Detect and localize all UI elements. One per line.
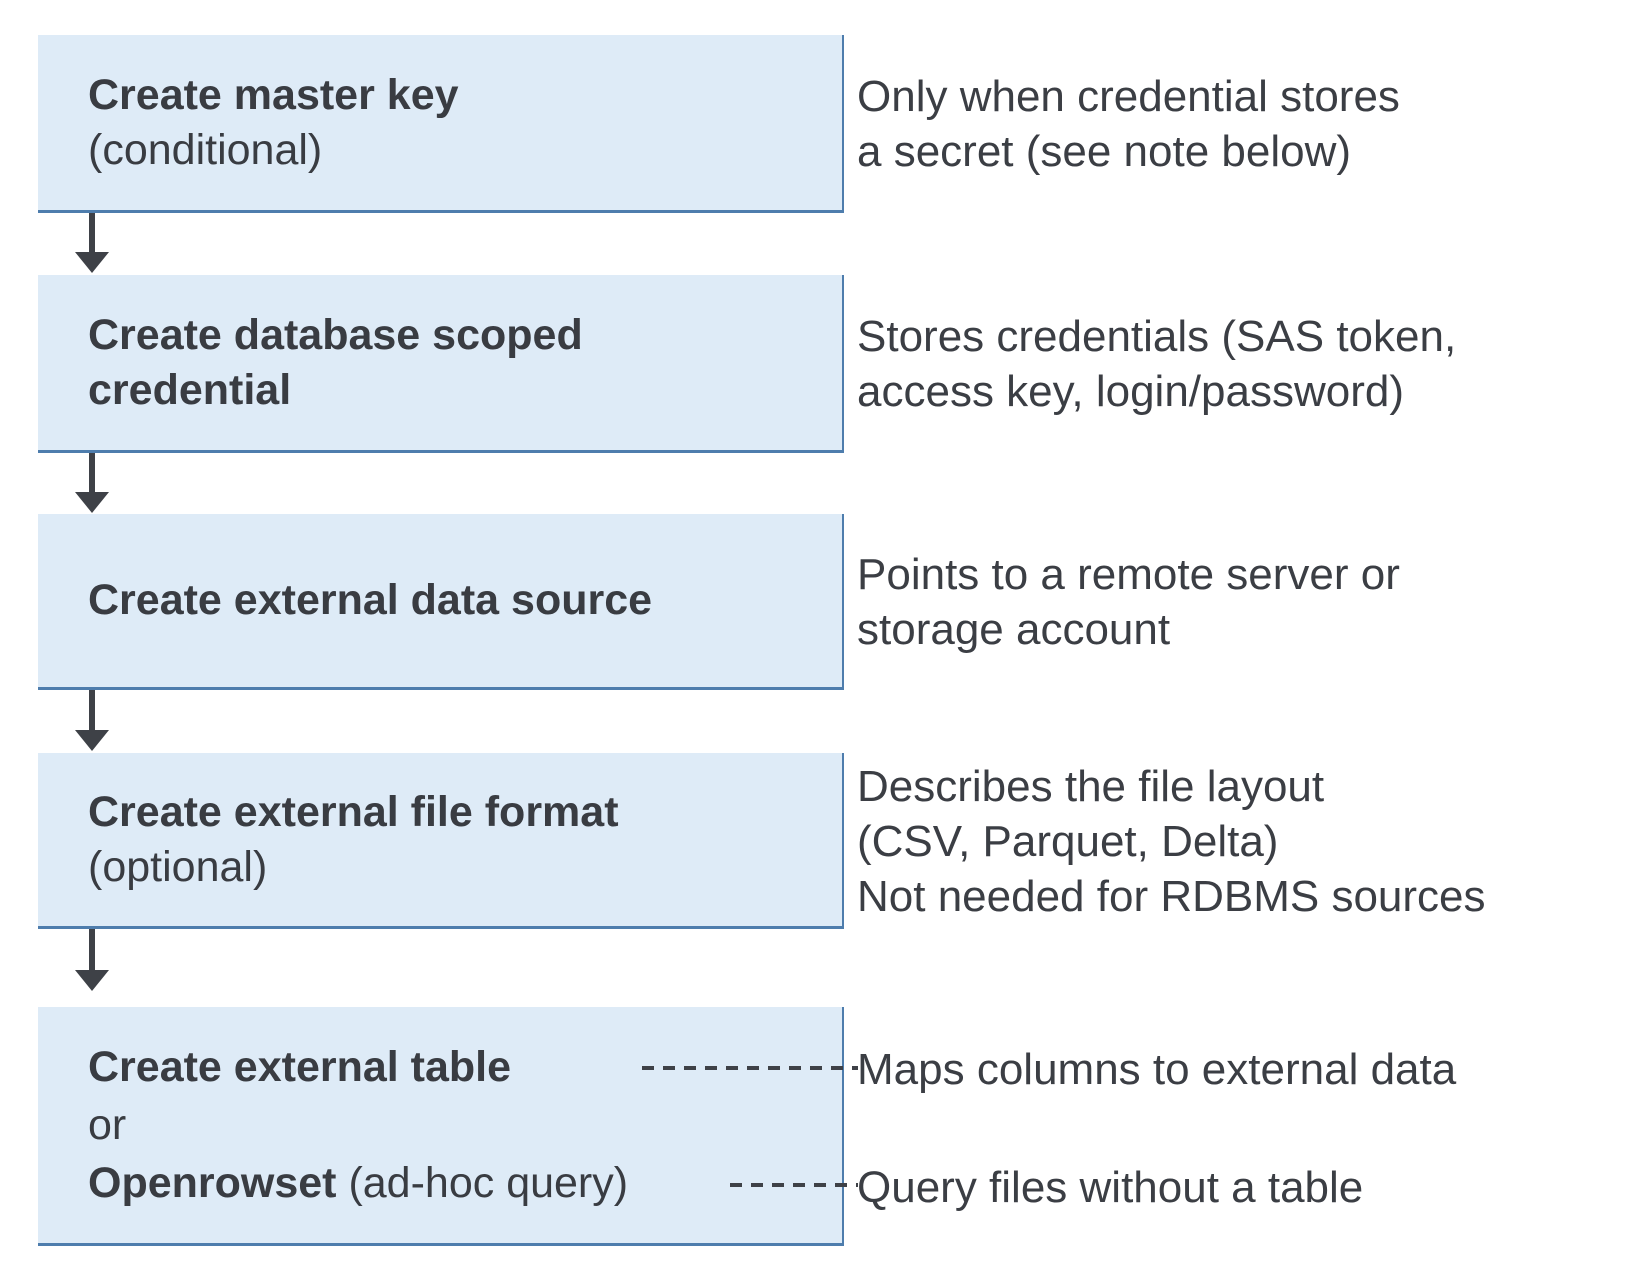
arrow-head [75,492,109,513]
box-title: Openrowset [88,1159,337,1207]
box-content: Create database scoped credential [38,275,842,450]
box-line-openrowset: Openrowset (ad-hoc query) [88,1154,834,1212]
flow-box-create-master-key: Create master key (conditional) [38,35,844,213]
box-subtitle: (optional) [88,842,268,891]
box-content: Create external file format (optional) [38,753,842,926]
step-description-openrowset: Query files without a table [857,1163,1364,1212]
step-description-external-table: Maps columns to external data [857,1045,1457,1094]
arrow-down-icon [74,690,110,751]
box-title: Create master key [88,70,459,119]
flow-box-create-external-data-source: Create external data source [38,514,844,690]
box-subtitle: (conditional) [88,125,323,174]
box-title: Create external data source [88,576,653,624]
box-line-create-external-table: Create external table [88,1038,834,1096]
box-content: Create external table or Openrowset (ad-… [38,1007,842,1243]
box-line-or: or [88,1101,127,1149]
arrow-down-icon [74,453,110,513]
dashed-connector-openrowset [730,1183,858,1187]
box-content: Create external data source [38,514,842,687]
box-content: Create master key (conditional) [38,35,842,210]
box-title: Create database scoped credential [88,310,583,414]
flow-box-create-external-file-format: Create external file format (optional) [38,753,844,929]
flow-box-create-external-table-or-openrowset: Create external table or Openrowset (ad-… [38,1007,844,1246]
arrow-shaft [89,213,95,254]
step-description-scoped-credential: Stores credentials (SAS token, access ke… [857,312,1457,416]
arrow-head [75,252,109,273]
box-title-suffix: (ad-hoc query) [336,1159,629,1207]
arrow-down-icon [74,929,110,991]
arrow-down-icon [74,213,110,273]
arrow-shaft [89,453,95,494]
flow-box-create-database-scoped-credential: Create database scoped credential [38,275,844,453]
arrow-head [75,970,109,991]
step-description-file-format: Describes the file layout (CSV, Parquet,… [857,761,1486,921]
dashed-connector-table [642,1066,858,1070]
box-title: Create external table [88,1043,512,1091]
step-description-data-source: Points to a remote server or storage acc… [857,550,1400,654]
arrow-shaft [89,690,95,732]
arrow-shaft [89,929,95,972]
box-title: Create external file format [88,787,619,836]
arrow-head [75,730,109,751]
step-description-master-key: Only when credential stores a secret (se… [857,72,1400,176]
